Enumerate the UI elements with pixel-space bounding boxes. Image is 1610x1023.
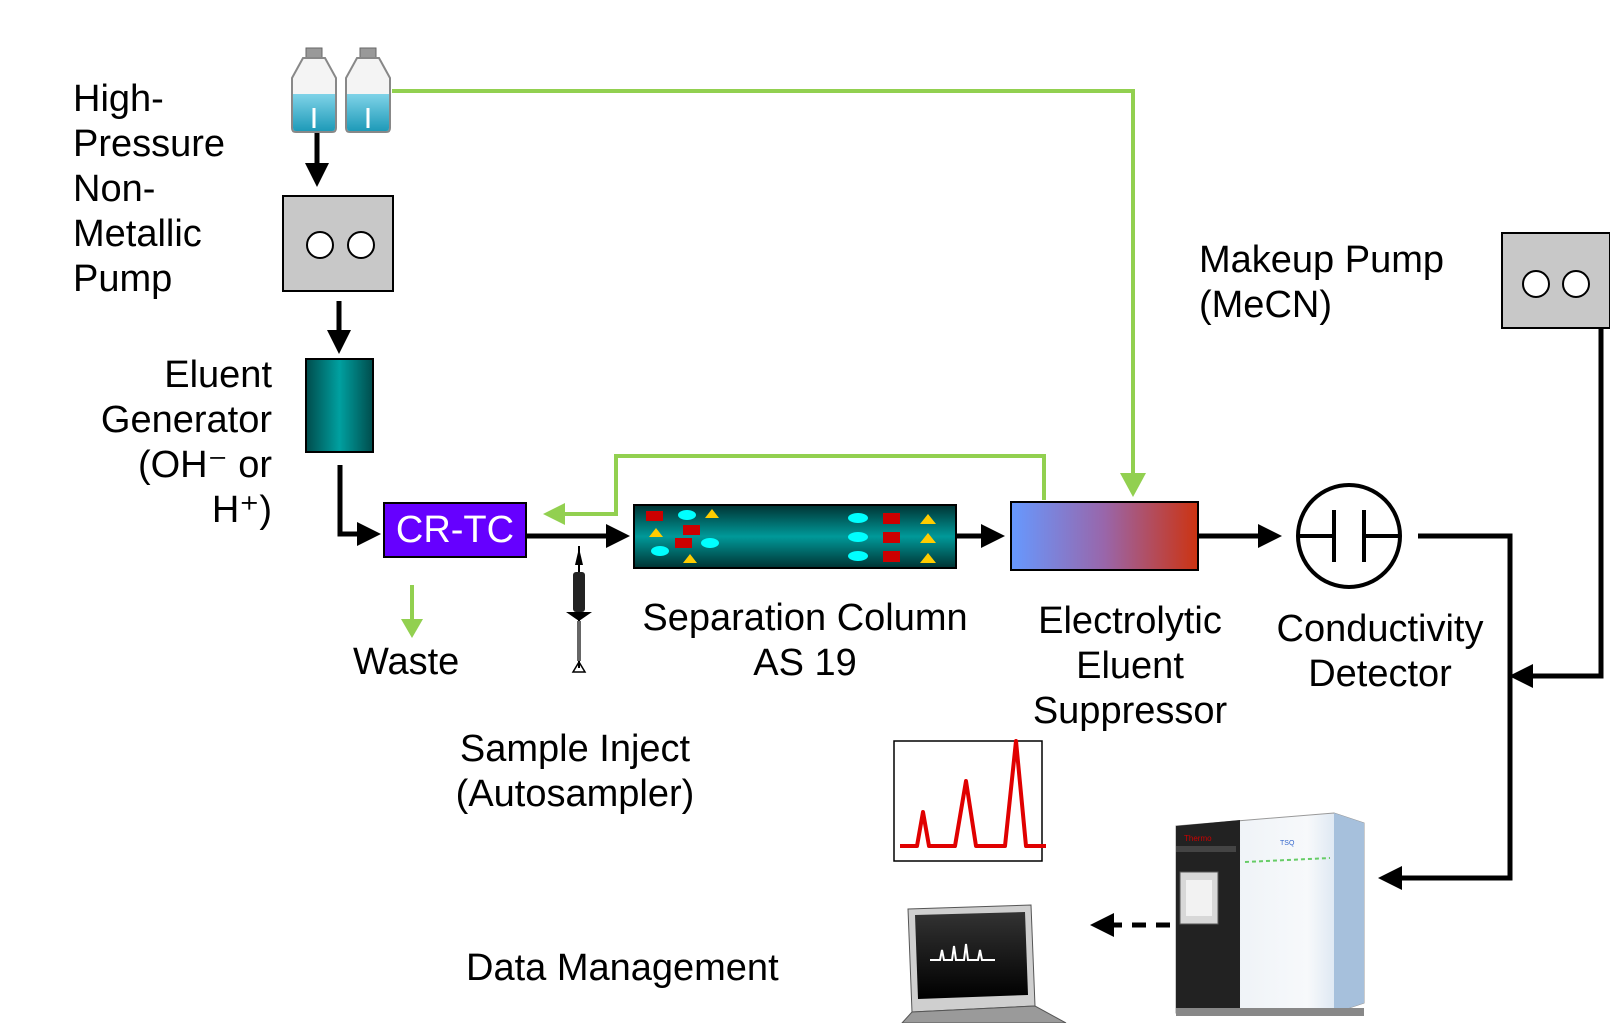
detector-label: Conductivity Detector (1276, 608, 1484, 695)
eluent-generator-cartridge (305, 358, 374, 453)
flow-arrow-crtc-to-column (527, 524, 630, 548)
crtc-trap-column (383, 502, 527, 558)
syringe-icon (566, 546, 592, 673)
regenerant-flow-line (392, 89, 1146, 497)
flow-line-makeup-pump (1509, 329, 1604, 688)
waste-label: Waste (353, 641, 460, 683)
waste-flow-arrow (401, 585, 423, 638)
flow-arrow-suppressor-to-detector (1199, 524, 1282, 548)
mass-spectrometer-icon: Thermo TSQ (1175, 812, 1365, 1016)
separation-column (633, 504, 957, 569)
flow-arrow-pump-to-generator (327, 301, 351, 354)
electrolytic-suppressor (1010, 501, 1199, 571)
pump-label: High- Pressure Non- Metallic Pump (73, 78, 226, 300)
conductivity-cell-icon (1296, 483, 1402, 589)
suppressor-label: Electrolytic Eluent Suppressor (1032, 600, 1228, 732)
eluent-generator-label: Eluent Generator (OH⁻ or H⁺) (100, 354, 272, 531)
pump-icon (282, 195, 394, 292)
regenerant-return-line (543, 454, 1046, 525)
separation-column-label: Separation Column AS 19 (642, 597, 968, 684)
data-management-label: Data Management (466, 947, 779, 989)
makeup-pump-icon (1501, 232, 1610, 329)
chromatogram-icon (893, 739, 1046, 862)
flow-line-detector-to-ms (1378, 533, 1513, 890)
flow-arrow-generator-to-crtc (337, 465, 381, 546)
sample-inject-label: Sample Inject (Autosampler) (455, 728, 695, 815)
solvent-bottles-icon (291, 47, 391, 133)
svg-text:TSQ: TSQ (1280, 840, 1295, 847)
data-transfer-arrow (1090, 913, 1170, 937)
crtc-label: CR-TC (395, 508, 515, 551)
laptop-icon (901, 904, 1067, 1023)
flow-arrow-column-to-suppressor (957, 524, 1005, 548)
flow-arrow-bottles-to-pump (305, 133, 329, 187)
makeup-pump-label: Makeup Pump (MeCN) (1199, 239, 1445, 326)
svg-text:Thermo: Thermo (1184, 834, 1212, 843)
